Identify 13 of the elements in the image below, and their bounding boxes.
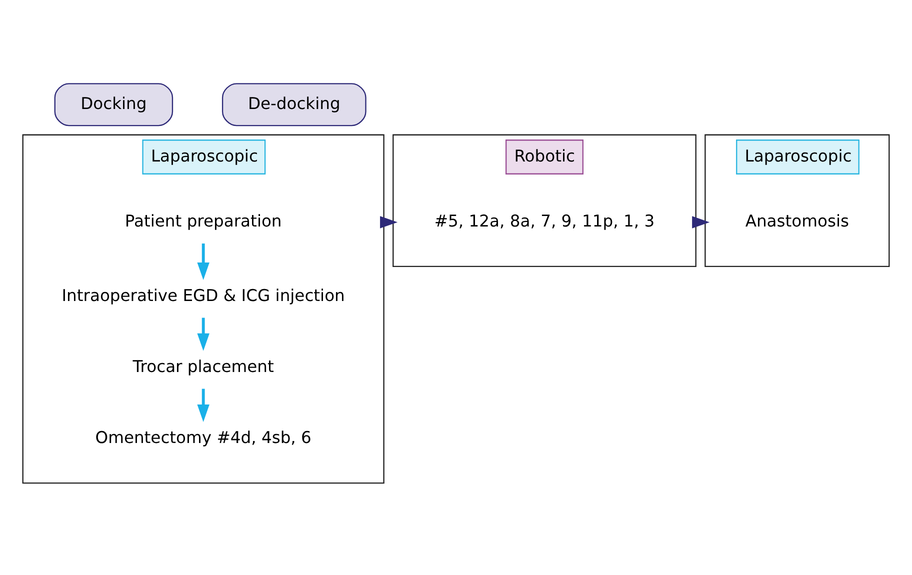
node-text: #5, 12a, 8a, 7, 9, 11p, 1, 3	[434, 211, 655, 230]
node-box: Docking	[54, 82, 174, 126]
node-text: Patient preparation	[124, 211, 282, 230]
arrow	[197, 317, 210, 350]
arrow	[692, 216, 710, 228]
arrow	[197, 242, 210, 280]
node-text: Anastomosis	[745, 211, 849, 230]
arrow	[197, 388, 210, 422]
node-text: Omentectomy #4d, 4sb, 6	[95, 428, 312, 447]
arrow	[380, 216, 398, 228]
node-text: Trocar placement	[132, 356, 274, 376]
node-box: De-docking	[222, 82, 366, 126]
node-text: Intraoperative EGD & ICG injection	[62, 286, 345, 305]
